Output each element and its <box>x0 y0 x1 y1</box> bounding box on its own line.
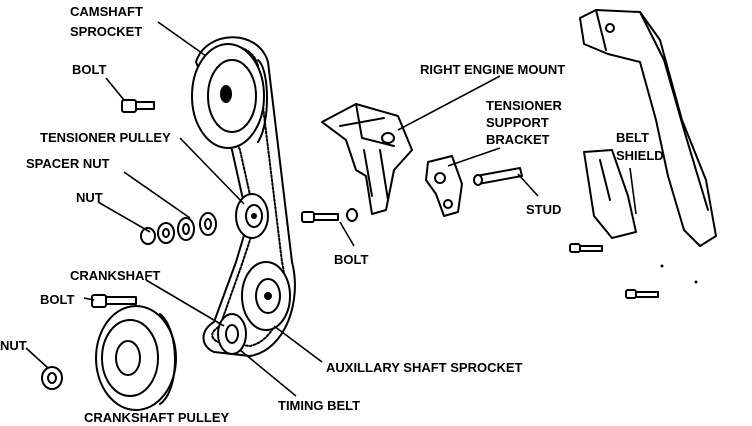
shield-bolts-part <box>569 243 698 299</box>
labels: CAMSHAFT SPROCKET BOLT TENSIONER PULLEY … <box>0 4 664 425</box>
tensioner-support-bracket-part <box>425 155 463 217</box>
camshaft-bolt-part <box>121 99 155 113</box>
label-tensioner-support-bracket-line1: TENSIONER <box>486 98 562 113</box>
label-nut-bottom: NUT <box>0 338 27 353</box>
crankshaft-pulley-part <box>95 305 177 411</box>
label-auxiliary-shaft-sprocket: AUXILLARY SHAFT SPROCKET <box>326 360 523 375</box>
label-bolt-crankshaft: BOLT <box>40 292 74 307</box>
tensioner-pulley-part <box>235 193 269 239</box>
label-belt-shield-line2: SHIELD <box>616 148 664 163</box>
label-spacer-nut: SPACER NUT <box>26 156 110 171</box>
label-camshaft-sprocket-line2: SPROCKET <box>70 24 142 39</box>
camshaft-sprocket-part <box>191 43 268 149</box>
label-tensioner-support-bracket-line3: BRACKET <box>486 132 550 147</box>
label-belt-shield-line1: BELT <box>616 130 649 145</box>
label-nut-left: NUT <box>76 190 103 205</box>
crankshaft-sprocket-part <box>217 313 247 355</box>
mount-bolt-part <box>301 208 358 223</box>
crankshaft-nut-part <box>41 366 63 390</box>
auxiliary-shaft-sprocket-part <box>241 261 291 331</box>
label-tensioner-pulley: TENSIONER PULLEY <box>40 130 171 145</box>
label-right-engine-mount: RIGHT ENGINE MOUNT <box>420 62 565 77</box>
label-stud: STUD <box>526 202 561 217</box>
label-bolt-top: BOLT <box>72 62 106 77</box>
stud-part <box>473 167 523 186</box>
label-camshaft-sprocket-line1: CAMSHAFT <box>70 4 143 19</box>
label-bolt-mid: BOLT <box>334 252 368 267</box>
crankshaft-bolt-part <box>91 294 137 308</box>
right-engine-mount-part <box>321 103 413 215</box>
belt-shield-part <box>579 9 717 247</box>
leader-lines <box>25 21 637 397</box>
label-timing-belt: TIMING BELT <box>278 398 360 413</box>
nut-spacer-stack-part <box>140 212 217 245</box>
label-crankshaft: CRANKSHAFT <box>70 268 160 283</box>
label-tensioner-support-bracket-line2: SUPPORT <box>486 115 549 130</box>
label-crankshaft-pulley: CRANKSHAFT PULLEY <box>84 410 229 425</box>
